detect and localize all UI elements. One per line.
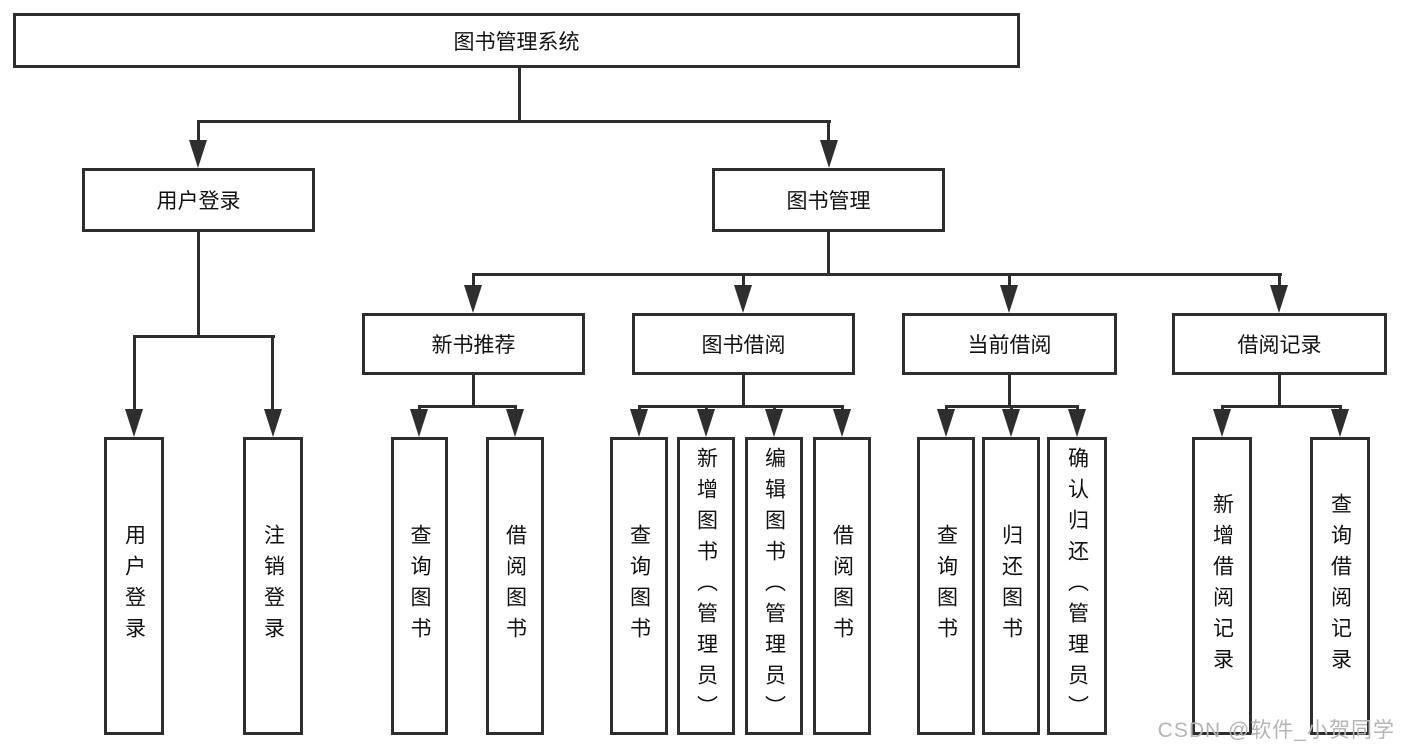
connector-line — [518, 68, 521, 120]
connector-line — [197, 120, 831, 123]
node-new-book-recommend: 新书推荐 — [362, 313, 585, 375]
arrow-down-icon — [820, 140, 838, 168]
leaf-user-login: 用户登录 — [104, 437, 164, 735]
connector-line — [1278, 375, 1281, 405]
leaf-label: 借阅图书 — [503, 524, 527, 648]
leaf-confirm-return-admin: 确认归还（管理员） — [1047, 437, 1107, 735]
connector-line — [1221, 405, 1342, 408]
arrow-down-icon — [1213, 409, 1231, 437]
arrow-down-icon — [765, 409, 783, 437]
leaf-label: 查询借阅记录 — [1328, 493, 1352, 679]
arrow-down-icon — [1270, 285, 1288, 313]
leaf-label: 编辑图书（管理员） — [762, 446, 786, 726]
leaf-add-borrow-record: 新增借阅记录 — [1192, 437, 1252, 735]
node-book-borrow: 图书借阅 — [632, 313, 855, 375]
node-label: 用户登录 — [156, 190, 241, 213]
connector-line — [1008, 273, 1011, 289]
arrow-down-icon — [734, 285, 752, 313]
node-label: 借阅记录 — [1237, 334, 1322, 357]
leaf-label: 查询图书 — [627, 524, 651, 648]
leaf-query-books-recommend: 查询图书 — [391, 437, 448, 735]
connector-line — [472, 273, 475, 289]
connector-line — [133, 335, 275, 338]
leaf-label: 确认归还（管理员） — [1065, 446, 1089, 726]
arrow-down-icon — [464, 285, 482, 313]
arrow-down-icon — [410, 409, 428, 437]
leaf-query-borrow-record: 查询借阅记录 — [1310, 437, 1370, 735]
arrow-down-icon — [189, 140, 207, 168]
connector-line — [472, 375, 475, 405]
connector-line — [1278, 273, 1281, 289]
connector-line — [197, 120, 200, 146]
arrow-down-icon — [506, 409, 524, 437]
connector-line — [418, 405, 517, 408]
arrow-down-icon — [125, 409, 143, 437]
connector-line — [1008, 375, 1011, 405]
leaf-label: 注销登录 — [261, 524, 285, 648]
leaf-label: 新增借阅记录 — [1210, 493, 1234, 679]
connector-line — [472, 273, 1282, 276]
leaf-query-books-current: 查询图书 — [917, 437, 975, 735]
node-book-management: 图书管理 — [712, 168, 945, 232]
leaf-borrow-books: 借阅图书 — [813, 437, 871, 735]
csdn-watermark: CSDN @软件_小贺同学 — [1157, 719, 1395, 742]
leaf-label: 查询图书 — [408, 524, 431, 648]
leaf-edit-book-admin: 编辑图书（管理员） — [745, 437, 803, 735]
connector-line — [638, 405, 844, 408]
connector-line — [827, 120, 830, 146]
node-label: 图书管理 — [786, 190, 871, 213]
node-label: 新书推荐 — [431, 334, 516, 357]
arrow-down-icon — [1068, 409, 1086, 437]
arrow-down-icon — [264, 409, 282, 437]
arrow-down-icon — [937, 409, 955, 437]
leaf-query-books-borrow: 查询图书 — [610, 437, 668, 735]
node-user-login: 用户登录 — [82, 168, 315, 232]
leaf-label: 用户登录 — [122, 524, 146, 648]
arrow-down-icon — [1002, 409, 1020, 437]
leaf-label: 查询图书 — [934, 524, 958, 648]
connector-line — [742, 273, 745, 289]
leaf-borrow-books-recommend: 借阅图书 — [486, 437, 544, 735]
node-current-borrow: 当前借阅 — [902, 313, 1117, 375]
leaf-label: 归还图书 — [999, 524, 1023, 648]
arrow-down-icon — [630, 409, 648, 437]
leaf-label: 新增图书（管理员） — [694, 446, 718, 726]
connector-line — [827, 232, 830, 273]
arrow-down-icon — [1000, 285, 1018, 313]
leaf-logout: 注销登录 — [243, 437, 303, 735]
node-borrow-records: 借阅记录 — [1172, 313, 1387, 375]
leaf-return-book: 归还图书 — [982, 437, 1040, 735]
node-root: 图书管理系统 — [13, 13, 1020, 68]
connector-line — [742, 375, 745, 405]
connector-line — [271, 335, 274, 413]
leaf-label: 借阅图书 — [830, 524, 854, 648]
leaf-add-book-admin: 新增图书（管理员） — [677, 437, 735, 735]
connector-line — [197, 232, 200, 335]
node-root-label: 图书管理系统 — [453, 30, 580, 54]
arrow-down-icon — [1331, 409, 1349, 437]
connector-line — [133, 335, 136, 413]
arrow-down-icon — [833, 409, 851, 437]
node-label: 当前借阅 — [967, 334, 1052, 357]
node-label: 图书借阅 — [701, 334, 786, 357]
arrow-down-icon — [697, 409, 715, 437]
